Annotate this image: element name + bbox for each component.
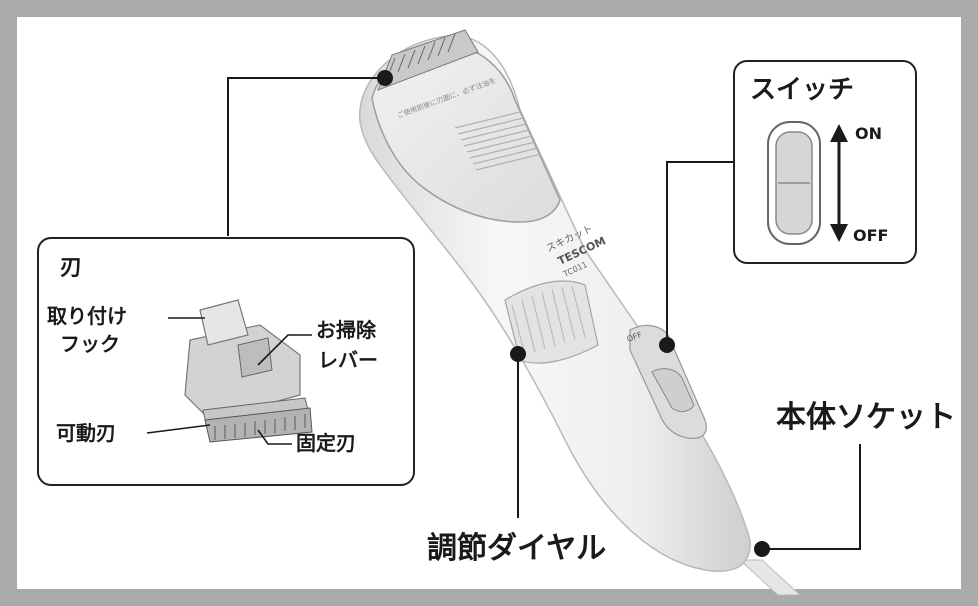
- body-socket-label: 本体ソケット: [776, 400, 956, 435]
- head-grip-ridges: [454, 111, 542, 171]
- dial-grip-lines: [511, 285, 586, 356]
- attach-hook-label-line2: フック: [60, 332, 120, 356]
- leader-dots: [377, 70, 770, 557]
- cleaning-lever-label-line1: お掃除: [316, 318, 376, 342]
- movable-blade-label: 可動刃: [56, 421, 116, 445]
- adjust-dial-label: 調節ダイヤル: [427, 531, 607, 566]
- cleaning-lever-label-line2: レバー: [318, 348, 378, 372]
- power-cord: [738, 559, 802, 596]
- blade-teeth-lines: [387, 33, 456, 77]
- switch-on-label: ON: [855, 124, 882, 143]
- leader-lines: [227, 77, 861, 550]
- device-switch-slider: [651, 368, 695, 413]
- switch-title: スイッチ: [750, 75, 855, 105]
- fixed-blade-label: 固定刃: [296, 431, 356, 455]
- blade-box-title: 刃: [60, 256, 83, 281]
- attach-hook-label-line1: 取り付け: [47, 304, 127, 328]
- adjust-dial-ring: [504, 280, 599, 364]
- switch-callout: [733, 60, 917, 264]
- switch-off-label: OFF: [853, 226, 889, 245]
